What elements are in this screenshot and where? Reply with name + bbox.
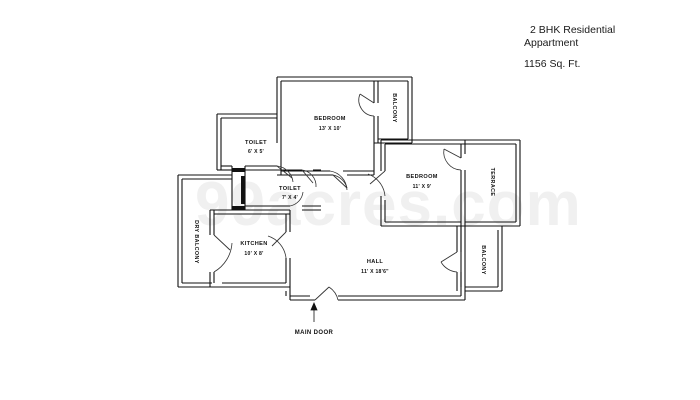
- door-leaf-bedroom-second: [369, 170, 386, 185]
- main-door-label: MAIN DOOR: [295, 330, 334, 336]
- title-block: 2 BHK Residential Appartment 1156 Sq. Ft…: [524, 24, 694, 70]
- door-arc-bedroom-second-terrace: [443, 148, 462, 171]
- shaft-bar-bottom: [232, 206, 245, 210]
- door-leaf-toilet-lower: [301, 169, 314, 184]
- door-arc-toilet-lower: [301, 169, 317, 188]
- main-door-arrow-head: [310, 301, 318, 311]
- door-leaf-main: [314, 286, 330, 301]
- room-labels: BEDROOM 13' X 10' BEDROOM 11' X 9' HALL …: [193, 93, 495, 275]
- plan-title-line-2: Appartment: [524, 36, 579, 49]
- label-hall: HALL: [367, 259, 384, 265]
- dim-kitchen: 10' X 8': [244, 251, 263, 257]
- main-door-annotation: MAIN DOOR: [295, 301, 334, 336]
- label-toilet-lower: TOILET: [279, 186, 301, 192]
- shaft-bar-vertical: [241, 176, 245, 204]
- door-arc-balcony-right: [440, 261, 458, 273]
- door-leaf-balcony-top: [359, 93, 375, 104]
- wall-network: [177, 76, 521, 301]
- dim-bedroom-second: 11' X 9': [413, 184, 432, 190]
- dim-toilet-lower: 7' X 4': [282, 195, 298, 201]
- plan-title-line-1: 2 BHK Residential: [530, 24, 616, 36]
- door-arc-bedroom-second: [367, 173, 386, 197]
- shaft-bar-top: [232, 168, 245, 172]
- dim-hall: 11' X 18'6": [361, 269, 389, 275]
- door-leaf-balcony-right: [440, 251, 458, 263]
- label-bedroom-main: BEDROOM: [314, 116, 346, 122]
- door-leaf-bedroom-second-terrace: [443, 148, 462, 159]
- plan-area-label: 1156 Sq. Ft.: [524, 58, 581, 70]
- label-dry-balcony: DRY BALCONY: [193, 220, 199, 264]
- label-kitchen: KITCHEN: [240, 241, 267, 247]
- label-balcony-top: BALCONY: [391, 93, 397, 122]
- door-arc-balcony-top: [358, 93, 375, 117]
- door-arc-bedroom-main-outer: [329, 170, 348, 191]
- dim-bedroom-main: 13' X 10': [319, 126, 341, 132]
- door-leaf-toilet-upper: [276, 165, 293, 179]
- label-terrace: TERRACE: [489, 168, 495, 197]
- label-balcony-right: BALCONY: [480, 245, 486, 274]
- door-arc-toilet-upper: [276, 165, 294, 183]
- door-leaf-dry-balcony: [213, 234, 231, 251]
- door-arc-main: [328, 286, 339, 301]
- door-arc-toilet-lower-b: [289, 191, 304, 207]
- door-leaf-kitchen: [271, 231, 287, 247]
- door-arc-dry-balcony: [213, 242, 233, 273]
- dim-toilet-upper: 6' X 5': [248, 149, 264, 155]
- label-bedroom-second: BEDROOM: [406, 174, 438, 180]
- label-toilet-upper: TOILET: [245, 140, 267, 146]
- watermark-text: 99acres.com: [195, 170, 582, 239]
- door-arc-kitchen: [267, 235, 287, 259]
- door-swings: [213, 93, 462, 301]
- door-leaf-bedroom-main: [332, 174, 348, 189]
